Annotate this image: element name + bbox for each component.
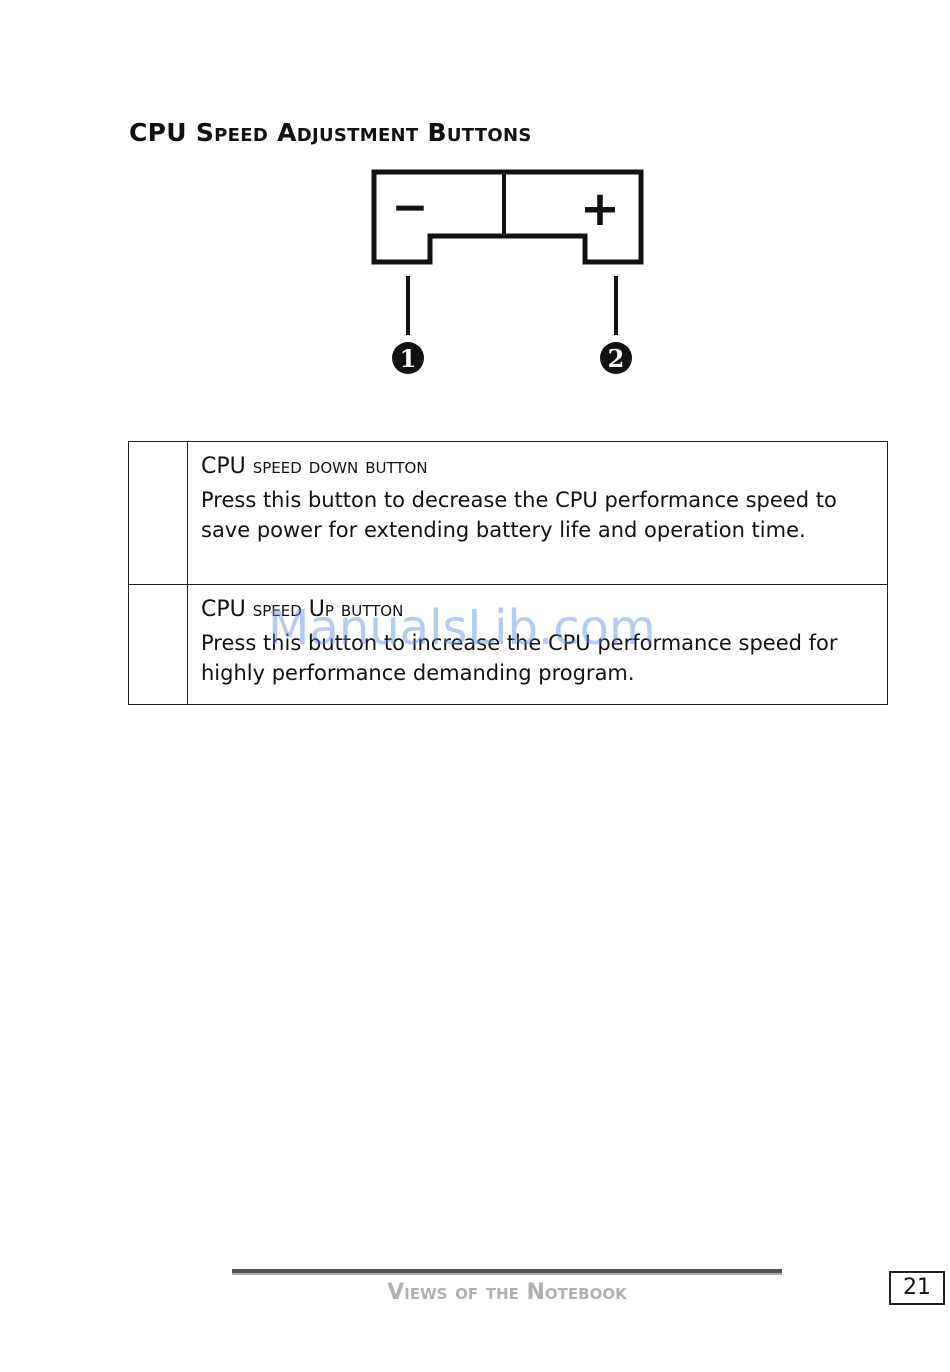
row-content-cell: CPU speed Up button Press this button to… — [187, 584, 888, 705]
row-marker-cell — [128, 584, 188, 705]
section-heading: CPU Speed Adjustment Buttons — [129, 118, 532, 147]
callout-marker-1 — [392, 342, 424, 374]
item-title: CPU speed Up button — [201, 597, 404, 622]
cpu-button-diagram: − + 1 2 — [371, 169, 644, 374]
callout-number-2: 2 — [608, 344, 625, 373]
row-content-cell: CPU speed down button Press this button … — [187, 441, 888, 585]
button-description-table: CPU speed down button Press this button … — [128, 441, 888, 705]
item-description: Press this button to increase the CPU pe… — [201, 631, 838, 685]
footer-section-title: Views of the Notebook — [387, 1280, 627, 1305]
page-number: 21 — [889, 1271, 945, 1305]
footer-rule — [232, 1269, 782, 1275]
minus-label: − — [392, 182, 429, 233]
table-row: CPU speed down button Press this button … — [128, 441, 888, 585]
table-row: CPU speed Up button Press this button to… — [128, 584, 888, 705]
item-description: Press this button to decrease the CPU pe… — [201, 488, 837, 542]
button-outline — [371, 169, 644, 265]
row-marker-cell — [128, 441, 188, 585]
plus-label: + — [580, 181, 620, 237]
callout-number-1: 1 — [400, 344, 417, 373]
callout-marker-2 — [600, 342, 632, 374]
item-title: CPU speed down button — [201, 454, 428, 479]
